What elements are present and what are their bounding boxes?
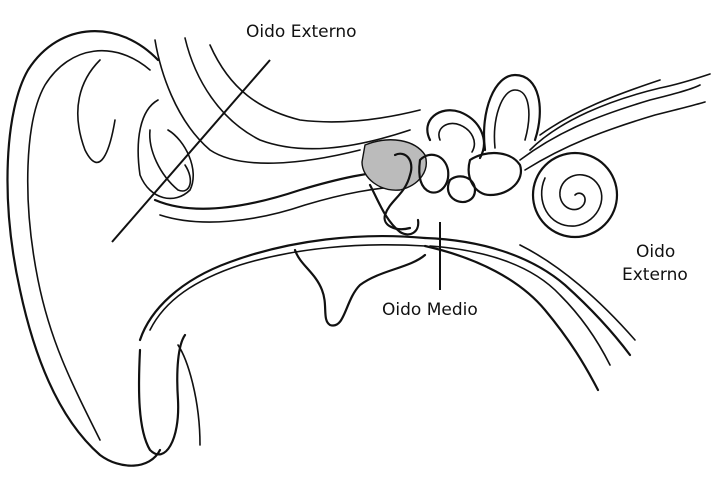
semicircular-canal-2-inner: [439, 123, 474, 152]
eustachian-tube-edge: [520, 245, 635, 340]
inner-ear-label-line1: Oido: [636, 242, 675, 262]
semicircular-canal-1-inner: [494, 90, 528, 148]
tragus: [150, 130, 191, 191]
ear-canal-upper: [155, 170, 400, 209]
pinna-helix-inner: [28, 51, 150, 440]
cochlea-spiral: [542, 175, 602, 226]
skull-line-c: [210, 45, 420, 122]
ear-canal-lower: [140, 236, 425, 340]
pinna-outline: [8, 31, 160, 466]
outer-ear-leader-line: [112, 60, 270, 242]
middle-ear-label: Oido Medio: [382, 300, 478, 320]
semicircular-canal-2: [427, 110, 484, 158]
semicircular-canal-1: [484, 75, 540, 150]
outer-ear-label: Oido Externo: [246, 22, 357, 42]
vestibule: [469, 153, 521, 195]
nerve-3: [530, 74, 710, 150]
ear-canal-upper-inner: [160, 186, 405, 222]
middle-ear-bone-area: [362, 140, 426, 190]
lobe-inner: [178, 345, 200, 445]
skull-line-b: [185, 38, 410, 149]
skull-line-a: [155, 40, 360, 163]
antihelix: [78, 60, 115, 162]
earlobe: [139, 335, 185, 454]
concha: [138, 100, 193, 198]
inner-ear-label-line2: Externo: [622, 265, 688, 285]
nerve-1: [520, 85, 700, 160]
eardrum: [370, 185, 418, 234]
